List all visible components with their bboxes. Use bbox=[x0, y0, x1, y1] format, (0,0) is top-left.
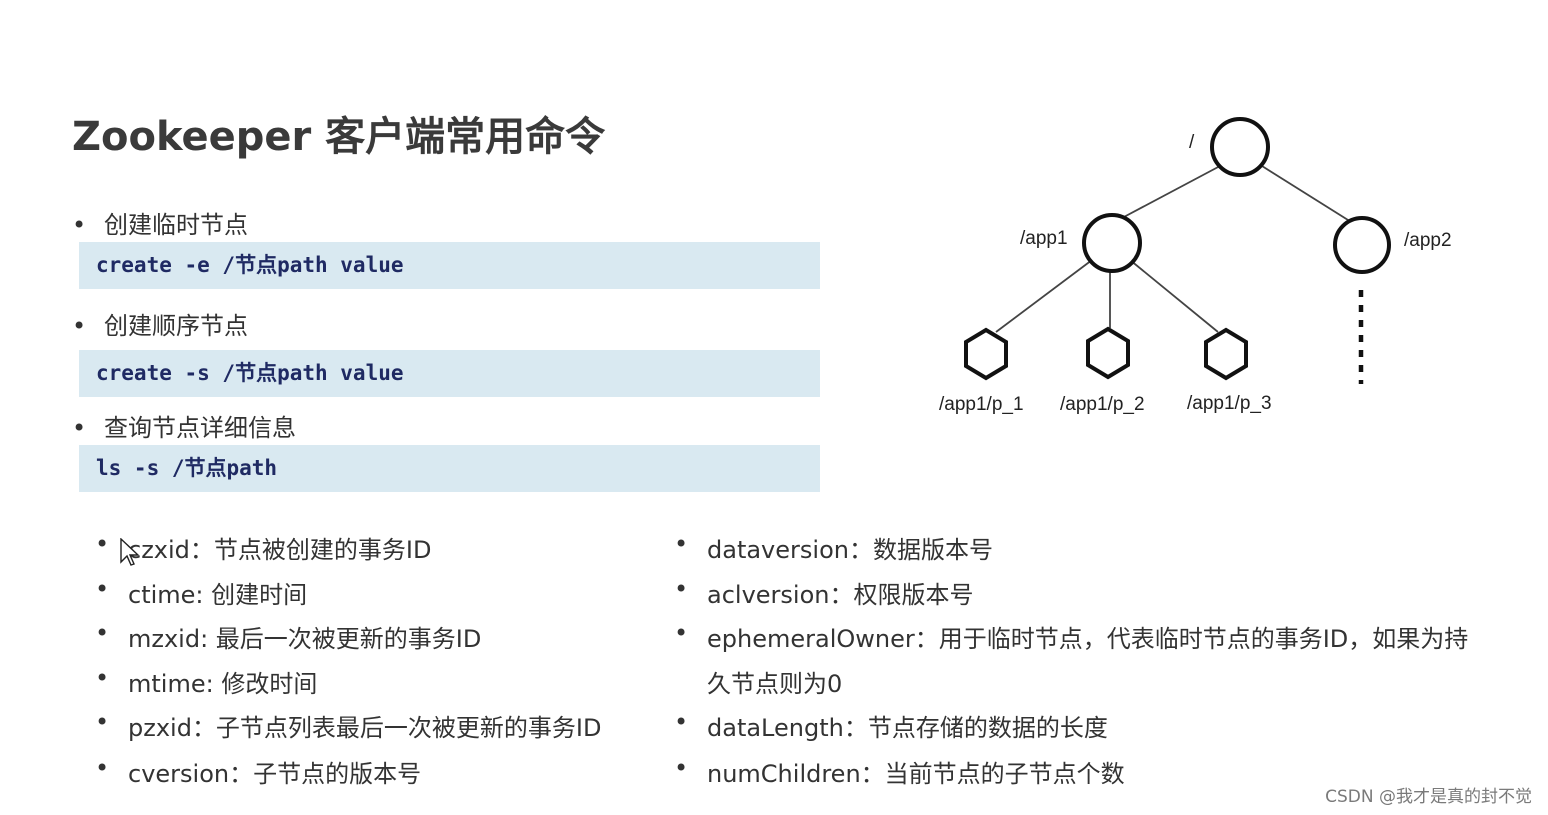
edge-app1-p1 bbox=[995, 259, 1093, 333]
app1-label: /app1 bbox=[1020, 228, 1068, 249]
edge-root-app2 bbox=[1261, 165, 1349, 221]
root-label: / bbox=[1189, 132, 1195, 153]
bullet-dot: • bbox=[95, 530, 110, 558]
code-block-sequential: create -s /节点path value bbox=[79, 350, 820, 397]
command-label-ephemeral: • 创建临时节点 bbox=[72, 205, 248, 240]
bullet-dot: • bbox=[674, 619, 689, 647]
bullet-dot: • bbox=[72, 312, 87, 340]
field-text: ctime: 创建时间 bbox=[128, 581, 308, 609]
bullet-dot: • bbox=[95, 708, 110, 736]
field-text: mtime: 修改时间 bbox=[128, 670, 318, 698]
field-text: 久节点则为0 bbox=[707, 670, 843, 698]
command-label-sequential: • 创建顺序节点 bbox=[72, 306, 248, 341]
root-node bbox=[1210, 117, 1270, 177]
field-text: mzxid: 最后一次被更新的事务ID bbox=[128, 625, 482, 653]
app2-node bbox=[1333, 216, 1391, 274]
mouse-cursor-icon bbox=[120, 538, 140, 566]
bullet-dot: • bbox=[72, 211, 87, 239]
code-block-query: ls -s /节点path bbox=[79, 445, 820, 492]
p3-node bbox=[1204, 327, 1248, 381]
bullet-dot: • bbox=[95, 575, 110, 603]
bullet-dot: • bbox=[95, 664, 110, 692]
p1-label: /app1/p_1 bbox=[939, 394, 1024, 415]
p1-node bbox=[964, 327, 1008, 381]
field-text: ephemeralOwner：用于临时节点，代表临时节点的事务ID，如果为持 bbox=[707, 625, 1469, 653]
p3-label: /app1/p_3 bbox=[1187, 393, 1272, 414]
bullet-dot: • bbox=[674, 575, 689, 603]
field-text: cversion：子节点的版本号 bbox=[128, 760, 422, 788]
command-label-query: • 查询节点详细信息 bbox=[72, 408, 296, 443]
command-label-text: 创建临时节点 bbox=[104, 211, 248, 239]
bullet-dot: • bbox=[674, 754, 689, 782]
field-text: dataLength：节点存储的数据的长度 bbox=[707, 714, 1108, 742]
bullet-dot: • bbox=[674, 530, 689, 558]
p2-node bbox=[1086, 326, 1130, 380]
edge-root-app1 bbox=[1121, 165, 1221, 219]
app2-label: /app2 bbox=[1404, 230, 1452, 251]
bullet-dot: • bbox=[72, 414, 87, 442]
field-text: numChildren：当前节点的子节点个数 bbox=[707, 760, 1125, 788]
bullet-dot: • bbox=[674, 708, 689, 736]
tree-edges bbox=[995, 165, 1349, 333]
bullet-dot: • bbox=[95, 754, 110, 782]
command-label-text: 查询节点详细信息 bbox=[104, 414, 296, 442]
field-text: aclversion：权限版本号 bbox=[707, 581, 974, 609]
app1-node bbox=[1082, 213, 1142, 273]
znode-tree-diagram: / /app1 /app2 /app1/p_1 /app1/p_2 /app1/… bbox=[939, 117, 1452, 415]
edge-app1-p3 bbox=[1129, 259, 1219, 333]
field-text: czxid：节点被创建的事务ID bbox=[128, 536, 432, 564]
bullet-dot: • bbox=[95, 619, 110, 647]
field-text: dataversion：数据版本号 bbox=[707, 536, 993, 564]
field-text: pzxid：子节点列表最后一次被更新的事务ID bbox=[128, 714, 602, 742]
csdn-watermark: CSDN @我才是真的封不觉 bbox=[1325, 787, 1532, 807]
code-block-ephemeral: create -e /节点path value bbox=[79, 242, 820, 289]
p2-label: /app1/p_2 bbox=[1060, 394, 1145, 415]
command-label-text: 创建顺序节点 bbox=[104, 312, 248, 340]
slide-title: Zookeeper 客户端常用命令 bbox=[72, 114, 606, 160]
